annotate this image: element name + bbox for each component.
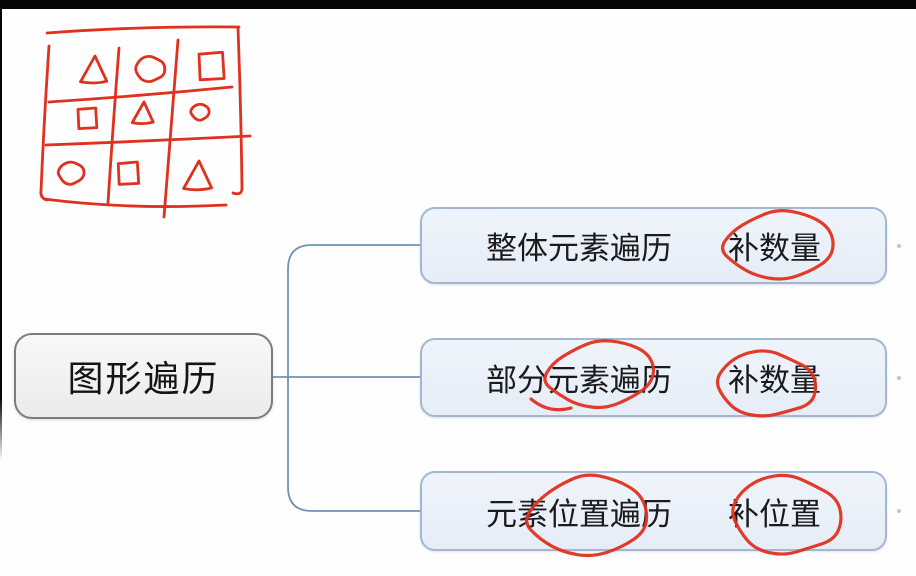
letterbox-left-strip (0, 9, 2, 461)
branch-suffix: 补位置 (728, 496, 821, 533)
sketch-circle-icon (189, 102, 211, 122)
sketch-grid-drawing (39, 25, 252, 219)
sketch-circle-icon (56, 160, 86, 186)
branch-label: 部分元素遍历 (486, 363, 672, 399)
sketch-square-icon (197, 50, 226, 82)
connector-bottom-branch (287, 376, 422, 512)
grid-vertical-line-1 (106, 46, 121, 205)
root-node[interactable]: 图形遍历 (14, 333, 273, 419)
sketch-triangle-icon (79, 54, 109, 85)
sketch-circle-icon (134, 54, 167, 84)
branch-handle-dot[interactable] (897, 376, 901, 380)
sketch-square-icon (116, 160, 141, 186)
grid-horizontal-line-2 (44, 134, 252, 147)
grid-right-line (231, 26, 244, 196)
grid-left-line (39, 44, 51, 202)
branch-handle-dot[interactable] (897, 509, 901, 513)
branch-node-element-positions[interactable]: 元素位置遍历 补位置 (420, 471, 887, 551)
grid-vertical-line-2 (162, 38, 180, 219)
branch-suffix: 补数量 (728, 231, 821, 267)
sketch-triangle-icon (182, 159, 213, 192)
grid-bottom-line (42, 197, 228, 208)
sketch-square-icon (76, 106, 99, 130)
letterbox-top-bar (0, 0, 916, 9)
root-label: 图形遍历 (67, 359, 220, 400)
grid-cell-shapes (56, 50, 226, 192)
branch-label: 整体元素遍历 (486, 231, 672, 267)
branch-handle-dot[interactable] (897, 244, 901, 248)
grid-horizontal-line-1 (47, 85, 234, 104)
sketch-triangle-icon (130, 100, 155, 125)
branch-node-partial-elements[interactable]: 部分元素遍历 补数量 (420, 338, 887, 417)
grid-top-line (45, 25, 241, 35)
branch-label: 元素位置遍历 (486, 496, 672, 533)
branch-suffix: 补数量 (728, 363, 821, 399)
branch-node-whole-elements[interactable]: 整体元素遍历 补数量 (420, 207, 887, 284)
connector-top-branch (287, 244, 422, 378)
